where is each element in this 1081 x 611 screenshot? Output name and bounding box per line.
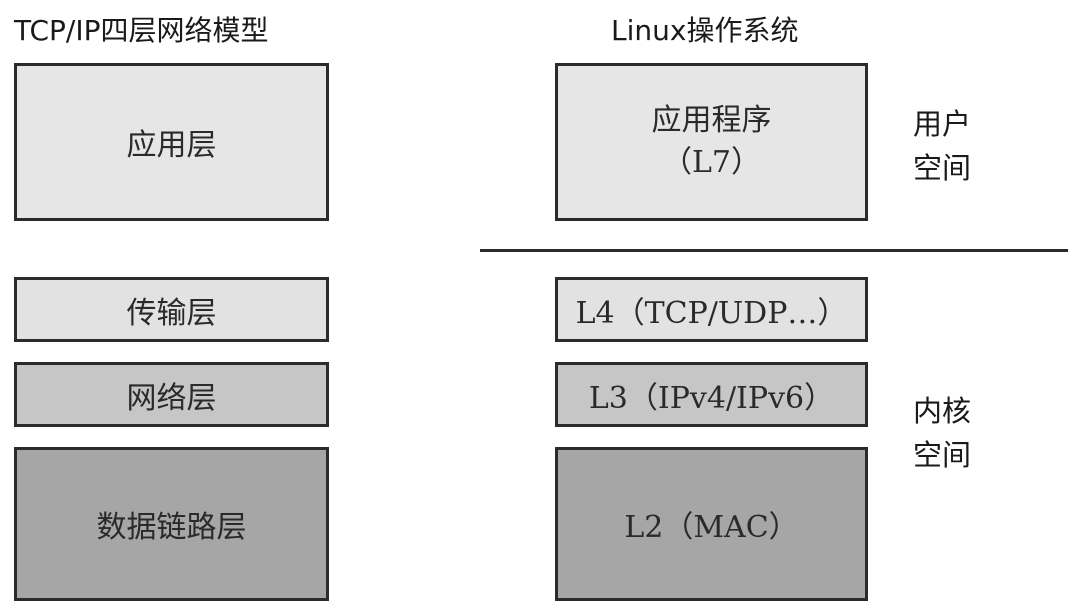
- kernel-space-line1: 内核: [913, 394, 972, 428]
- network-layer-label: 网络层: [126, 380, 217, 416]
- data-link-layer-label: 数据链路层: [96, 510, 247, 545]
- data-link-layer-box: 数据链路层: [14, 447, 329, 601]
- user-space-line2: 空间: [913, 151, 972, 185]
- l3-label: L3（IPv4/IPv6）: [588, 380, 835, 416]
- l7-tag-label: （L7）: [661, 145, 761, 180]
- transport-layer-box: 传输层: [14, 277, 329, 342]
- application-layer-box: 应用层: [14, 63, 329, 221]
- transport-layer-label: 传输层: [126, 295, 217, 331]
- user-space-label: 用户 空间: [913, 102, 971, 190]
- l7-application-label: 应用程序: [651, 103, 772, 138]
- kernel-space-line2: 空间: [913, 438, 972, 472]
- l3-box: L3（IPv4/IPv6）: [555, 362, 868, 427]
- user-space-line1: 用户: [913, 107, 972, 141]
- network-layer-box: 网络层: [14, 362, 329, 427]
- application-layer-label: 应用层: [126, 128, 217, 163]
- tcpip-model-title: TCP/IP四层网络模型: [14, 14, 269, 47]
- l2-label: L2（MAC）: [624, 510, 799, 545]
- linux-os-title: Linux操作系统: [611, 14, 799, 47]
- l7-application-box: 应用程序 （L7）: [555, 63, 868, 221]
- kernel-space-label: 内核 空间: [913, 389, 971, 477]
- l4-box: L4（TCP/UDP…）: [555, 277, 868, 342]
- l2-box: L2（MAC）: [555, 447, 868, 601]
- user-kernel-divider: [480, 249, 1068, 252]
- l4-label: L4（TCP/UDP…）: [575, 295, 848, 331]
